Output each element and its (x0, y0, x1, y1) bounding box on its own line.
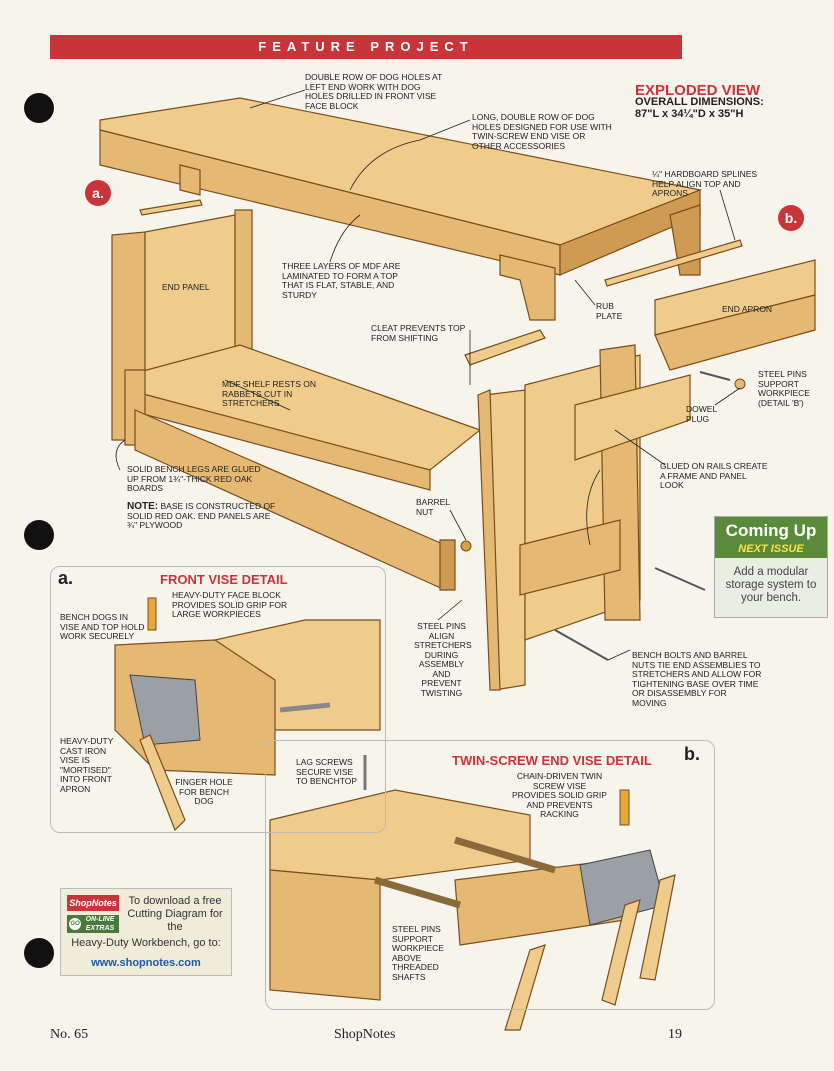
overall-dimensions-label: OVERALL DIMENSIONS: (635, 96, 764, 108)
feature-banner: FEATURE PROJECT (50, 35, 682, 59)
exploded-view-title: EXPLODED VIEW (635, 82, 761, 99)
footer-magazine: ShopNotes (334, 1027, 396, 1042)
coming-up-box: Coming Up NEXT ISSUE Add a modular stora… (714, 516, 828, 618)
coming-up-text: Add a modular storage system to your ben… (725, 566, 817, 604)
footer-issue: No. 65 (50, 1027, 89, 1042)
callout-face-block: HEAVY-DUTY FACE BLOCK PROVIDES SOLID GRI… (172, 590, 288, 619)
twin-vise-title: TWIN-SCREW END VISE DETAIL (452, 753, 652, 768)
callout-three-layers: THREE LAYERS OF MDF ARE LAMINATED TO FOR… (282, 261, 401, 300)
binder-hole-icon (24, 520, 54, 550)
note-text: BASE IS CONSTRUCTED OF SOLID RED OAK. EN… (127, 501, 276, 530)
front-vise-title: FRONT VISE DETAIL (160, 572, 288, 587)
front-vise-panel (50, 566, 386, 833)
callout-lag-screws: LAG SCREWS SECURE VISE TO BENCHTOP (296, 757, 358, 786)
callout-finger-hole: FINGER HOLE FOR BENCH DOG (175, 777, 233, 806)
twin-vise-panel (265, 740, 715, 1010)
callout-note: NOTE: BASE IS CONSTRUCTED OF SOLID RED O… (127, 501, 277, 531)
shopnotes-logo: ShopNotes (67, 895, 119, 911)
callout-cleat: CLEAT PREVENTS TOP FROM SHIFTING (371, 323, 466, 343)
callout-end-apron: END APRON (722, 304, 773, 314)
binder-hole-icon (24, 93, 54, 123)
callout-chain-driven: CHAIN-DRIVEN TWIN SCREW VISE PROVIDES SO… (512, 771, 607, 819)
callout-mdf-shelf: MDF SHELF RESTS ON RABBETS CUT IN STRETC… (222, 379, 316, 408)
online-extras-url[interactable]: www.shopnotes.com (91, 957, 201, 969)
callout-splines: ¼" HARDBOARD SPLINES HELP ALIGN TOP AND … (652, 169, 758, 198)
footer-page-number: 19 (668, 1027, 682, 1042)
online-extras-text1: To download a free Cutting Diagram for t… (127, 895, 223, 933)
online-extras-box: ShopNotes GO ON-LINE EXTRAS To download … (60, 888, 232, 976)
callout-dowel-plug: DOWEL PLUG (686, 404, 717, 424)
binder-hole-icon (24, 938, 54, 968)
callout-glued-rails: GLUED ON RAILS CREATE A FRAME AND PANEL … (660, 461, 768, 490)
front-vise-letter: a. (58, 568, 74, 588)
callout-steel-pins-threaded: STEEL PINS SUPPORT WORKPIECE ABOVE THREA… (392, 924, 444, 982)
coming-up-title: Coming Up (715, 517, 827, 543)
note-label: NOTE: (127, 501, 159, 512)
coming-up-subtitle: NEXT ISSUE (715, 543, 827, 558)
callout-end-panel: END PANEL (162, 282, 210, 292)
callout-steel-pins-support: STEEL PINS SUPPORT WORKPIECE (DETAIL 'b'… (758, 369, 810, 408)
feature-banner-label: FEATURE PROJECT (258, 39, 474, 54)
callout-cast-iron: HEAVY-DUTY CAST IRON VISE IS "MORTISED" … (60, 736, 114, 794)
badge-b: b. (778, 205, 804, 231)
callout-solid-legs: SOLID BENCH LEGS ARE GLUED UP FROM 1¾"-T… (127, 464, 261, 493)
callout-barrel-nut: BARREL NUT (416, 497, 450, 517)
callout-double-row-long: LONG, DOUBLE ROW OF DOG HOLES DESIGNED F… (472, 112, 612, 151)
callout-rub-plate: RUB PLATE (596, 301, 623, 321)
callout-bench-bolts: BENCH BOLTS AND BARREL NUTS TIE END ASSE… (632, 650, 762, 708)
callout-double-row-left: DOUBLE ROW OF DOG HOLES AT LEFT END WORK… (305, 72, 443, 111)
callout-steel-pins-align: STEEL PINS ALIGN STRETCHERS DURING ASSEM… (414, 621, 472, 698)
badge-a: a. (85, 180, 111, 206)
twin-vise-letter: b. (684, 744, 700, 764)
callout-bench-dogs: BENCH DOGS IN VISE AND TOP HOLD WORK SEC… (60, 612, 145, 641)
online-extras-text2: Heavy-Duty Workbench, go to: (71, 937, 221, 949)
go-icon: GO (69, 918, 81, 930)
online-extras-badge: GO ON-LINE EXTRAS (67, 915, 119, 933)
overall-dimensions-value: 87"L x 34¼"D x 35"H (635, 108, 744, 120)
